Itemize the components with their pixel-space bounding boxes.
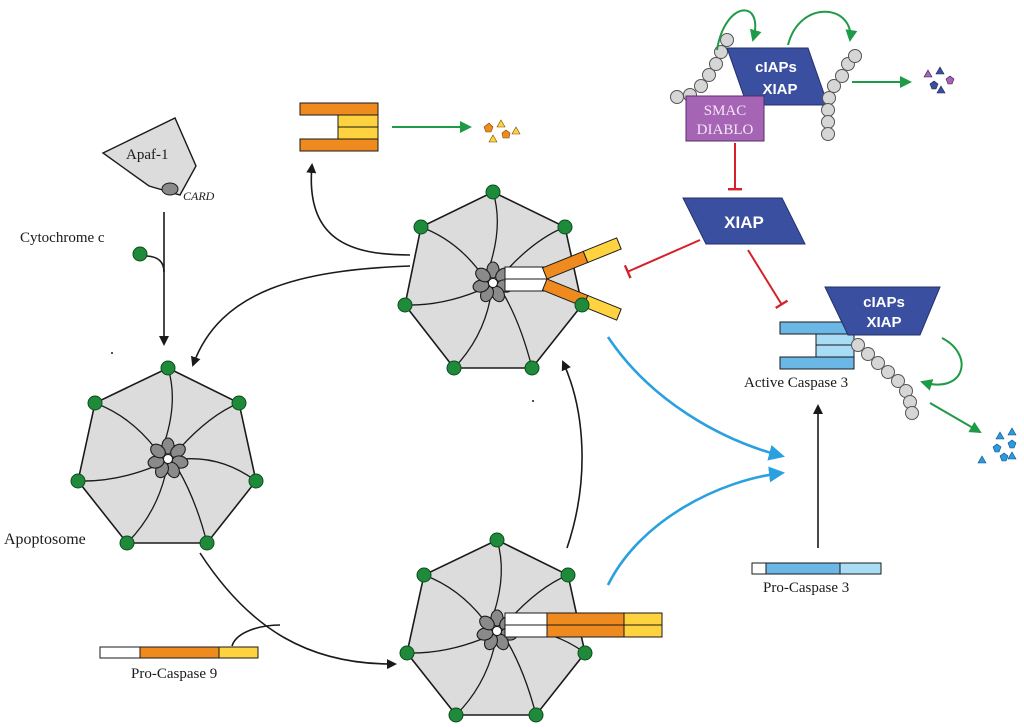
pro-caspase9-label: Pro-Caspase 9 (131, 666, 217, 682)
node (199, 535, 215, 551)
apoptosome-top (397, 184, 622, 376)
cytochrome-join-line (146, 255, 165, 273)
card-domain (161, 182, 179, 196)
node (574, 297, 590, 313)
xiap-box (682, 197, 806, 245)
spoke (182, 458, 257, 482)
node (70, 473, 86, 489)
card-label: CARD (183, 189, 215, 203)
arrow-release-caspase9 (306, 163, 411, 256)
node (448, 707, 464, 723)
green-arrow-ubiquitination-top-1 (716, 9, 762, 51)
ubiquitin-chain-top-right (821, 49, 862, 141)
node (557, 219, 573, 235)
arrow-apoptosome-to-bound (199, 552, 397, 670)
active-caspase9-dimer (504, 237, 622, 321)
spoke (177, 468, 208, 544)
inhibit-caspase3 (747, 249, 789, 310)
ciaps-xiap-right: cIAPs XIAP (824, 286, 941, 336)
smac-label: SMAC (704, 103, 747, 119)
xiap-mid-label: XIAP (724, 213, 764, 232)
node (413, 219, 429, 235)
apoptosome-bottom (399, 532, 663, 723)
node (446, 360, 462, 376)
pro-caspase9-join-line (231, 624, 281, 647)
ciaps-xiap-top: cIAPs XIAP (726, 47, 829, 106)
active-caspase3-label: Active Caspase 3 (744, 375, 848, 391)
ciaps-xiap-box (824, 286, 941, 336)
node (489, 532, 505, 548)
spoke (506, 640, 537, 716)
pro-caspase9: Pro-Caspase 9 (99, 646, 259, 682)
active-caspase3: Active Caspase 3 (744, 321, 855, 391)
cytochrome-group: Cytochrome c (20, 212, 169, 346)
apaf1-group: Apaf-1 CARD (101, 117, 215, 203)
blue-arrow-bound-caspase9 (606, 466, 785, 586)
ciaps-right-label-1: cIAPs (863, 294, 905, 311)
inhibit-caspase9 (623, 239, 701, 279)
purple-fragments (923, 66, 955, 94)
node (119, 535, 135, 551)
apoptosome-label: Apoptosome (4, 531, 86, 548)
ubiquitin-chain-top-left (670, 33, 734, 104)
pro-caspase3-label: Pro-Caspase 3 (763, 580, 849, 596)
orange-fragments (483, 119, 521, 143)
apaf1-shape (101, 117, 197, 196)
node (524, 360, 540, 376)
green-arrow-degradation-right (929, 402, 982, 434)
green-arrow-ubiquitination-right (920, 337, 963, 391)
apoptosome-left (70, 360, 264, 551)
blue-arrow-active-caspase9 (606, 336, 785, 461)
pro-caspase3: Pro-Caspase 3 (751, 562, 882, 596)
apaf1-label: Apaf-1 (126, 147, 168, 163)
node (560, 567, 576, 583)
smac-box (685, 95, 765, 142)
bound-pro-caspase9 (504, 612, 663, 638)
node (231, 395, 247, 411)
node (248, 473, 264, 489)
smac-diablo: SMAC DIABLO (685, 95, 765, 142)
node (399, 645, 415, 661)
spoke (502, 292, 533, 369)
cytochrome-c-molecule (132, 246, 148, 262)
diablo-label: DIABLO (697, 122, 754, 138)
ciaps-right-label-2: XIAP (866, 314, 901, 331)
ubiquitin-chain-right (851, 338, 919, 420)
node (416, 567, 432, 583)
ciaps-top-label-1: cIAPs (755, 59, 797, 76)
stray-dot (111, 352, 113, 354)
green-arrow-ubiquitination-top-2 (787, 10, 858, 46)
central-hub (147, 437, 189, 479)
xiap-middle: XIAP (682, 197, 806, 245)
node (87, 395, 103, 411)
node (577, 645, 593, 661)
stray-dot (532, 400, 534, 402)
node (160, 360, 176, 376)
node (397, 297, 413, 313)
arrow-bound-to-active (561, 360, 583, 549)
blue-fragments (977, 427, 1017, 464)
ciaps-top-label-2: XIAP (762, 81, 797, 98)
arrow-cycle-to-apoptosome (191, 265, 411, 367)
node (485, 184, 501, 200)
released-caspase9 (299, 102, 379, 152)
cytochrome-label: Cytochrome c (20, 230, 105, 246)
node (528, 707, 544, 723)
